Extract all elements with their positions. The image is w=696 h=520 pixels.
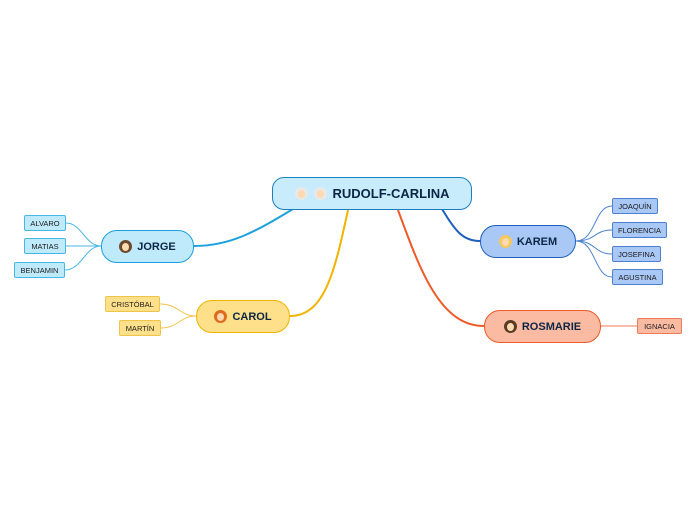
link-root-karem bbox=[441, 208, 481, 242]
link-karem-joaquin bbox=[575, 205, 613, 242]
subtopic-matias[interactable]: MATIAS bbox=[24, 238, 66, 254]
subtopic-alvaro[interactable]: ALVARO bbox=[24, 215, 66, 231]
link-carol-cristobal bbox=[159, 303, 197, 317]
subtopic-cristobal[interactable]: CRISTÓBAL bbox=[105, 296, 160, 312]
subtopic-label: IGNACIA bbox=[644, 321, 675, 331]
link-karem-agustina bbox=[575, 240, 613, 278]
link-root-jorge bbox=[193, 208, 294, 247]
subtopic-label: JOSEFINA bbox=[618, 249, 655, 259]
link-carol-martin bbox=[160, 315, 197, 329]
topic-carol-label: CAROL bbox=[232, 310, 272, 323]
subtopic-ignacia[interactable]: IGNACIA bbox=[637, 318, 682, 334]
subtopic-label: ALVARO bbox=[30, 218, 60, 228]
boy-icon bbox=[119, 240, 133, 253]
root-topic[interactable]: RUDOLF-CARLINA bbox=[272, 177, 472, 210]
old-woman-icon bbox=[313, 187, 327, 200]
topic-jorge-label: JORGE bbox=[137, 240, 176, 253]
subtopic-benjamin[interactable]: BENJAMIN bbox=[14, 262, 65, 278]
subtopic-martin[interactable]: MARTÍN bbox=[119, 320, 161, 336]
woman-icon bbox=[503, 320, 517, 333]
link-karem-florencia bbox=[575, 229, 613, 242]
subtopic-label: BENJAMIN bbox=[20, 265, 59, 275]
subtopic-florencia[interactable]: FLORENCIA bbox=[612, 222, 667, 238]
topic-rosmarie-label: ROSMARIE bbox=[521, 320, 582, 333]
subtopic-josefina[interactable]: JOSEFINA bbox=[612, 246, 661, 262]
subtopic-label: AGUSTINA bbox=[618, 272, 657, 282]
girl-icon bbox=[214, 310, 228, 323]
link-jorge-benjamin bbox=[64, 245, 102, 271]
topic-carol[interactable]: CAROL bbox=[196, 300, 290, 333]
topic-rosmarie[interactable]: ROSMARIE bbox=[484, 310, 601, 343]
blond-person-icon bbox=[498, 235, 512, 248]
topic-jorge[interactable]: JORGE bbox=[101, 230, 194, 263]
topic-karem-label: KAREM bbox=[516, 235, 558, 248]
link-karem-josefina bbox=[575, 240, 613, 255]
subtopic-label: FLORENCIA bbox=[618, 225, 661, 235]
topic-karem[interactable]: KAREM bbox=[480, 225, 576, 258]
old-man-icon bbox=[294, 187, 308, 200]
subtopic-label: CRISTÓBAL bbox=[111, 299, 154, 309]
root-topic-label: RUDOLF-CARLINA bbox=[332, 186, 450, 201]
link-root-rosmarie bbox=[397, 209, 485, 327]
subtopic-joaquin[interactable]: JOAQUÍN bbox=[612, 198, 658, 214]
subtopic-label: MARTÍN bbox=[125, 323, 155, 333]
link-jorge-alvaro bbox=[65, 222, 102, 247]
link-root-carol bbox=[289, 209, 349, 317]
subtopic-agustina[interactable]: AGUSTINA bbox=[612, 269, 663, 285]
subtopic-label: MATIAS bbox=[31, 241, 59, 251]
subtopic-label: JOAQUÍN bbox=[618, 201, 652, 211]
